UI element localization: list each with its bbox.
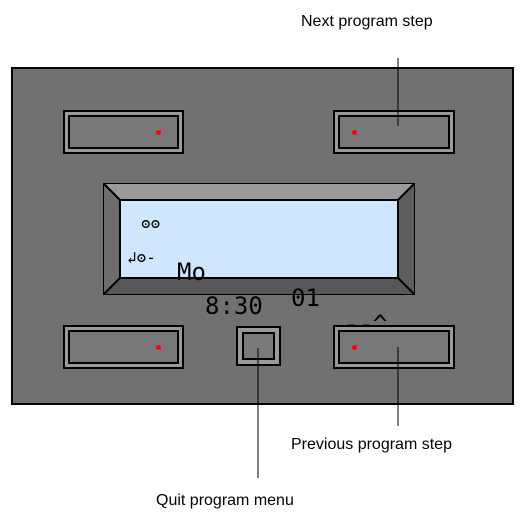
- led-indicator: [352, 345, 357, 350]
- bottom-left-button[interactable]: [63, 325, 184, 369]
- quit-program-menu-label: Quit program menu: [156, 492, 294, 509]
- display-time: 8:30: [205, 292, 263, 320]
- next-program-step-label: Next program step: [301, 13, 433, 30]
- led-indicator: [156, 345, 161, 350]
- top-left-button[interactable]: [63, 110, 184, 154]
- display-bezel: [103, 183, 415, 295]
- led-indicator: [156, 130, 161, 135]
- display-step-number: 01: [291, 284, 320, 312]
- previous-program-step-label: Previous program step: [291, 436, 452, 453]
- display-line-1: ʘʘ Mo 01 --^: [121, 207, 397, 363]
- clock-return-icon: ↲ʘ-: [127, 248, 156, 267]
- next-program-step-button[interactable]: [333, 110, 455, 154]
- led-indicator: [352, 130, 357, 135]
- dual-clock-icon: ʘʘ: [141, 214, 161, 233]
- previous-program-step-button[interactable]: [333, 325, 455, 369]
- display-day: Mo: [177, 258, 206, 286]
